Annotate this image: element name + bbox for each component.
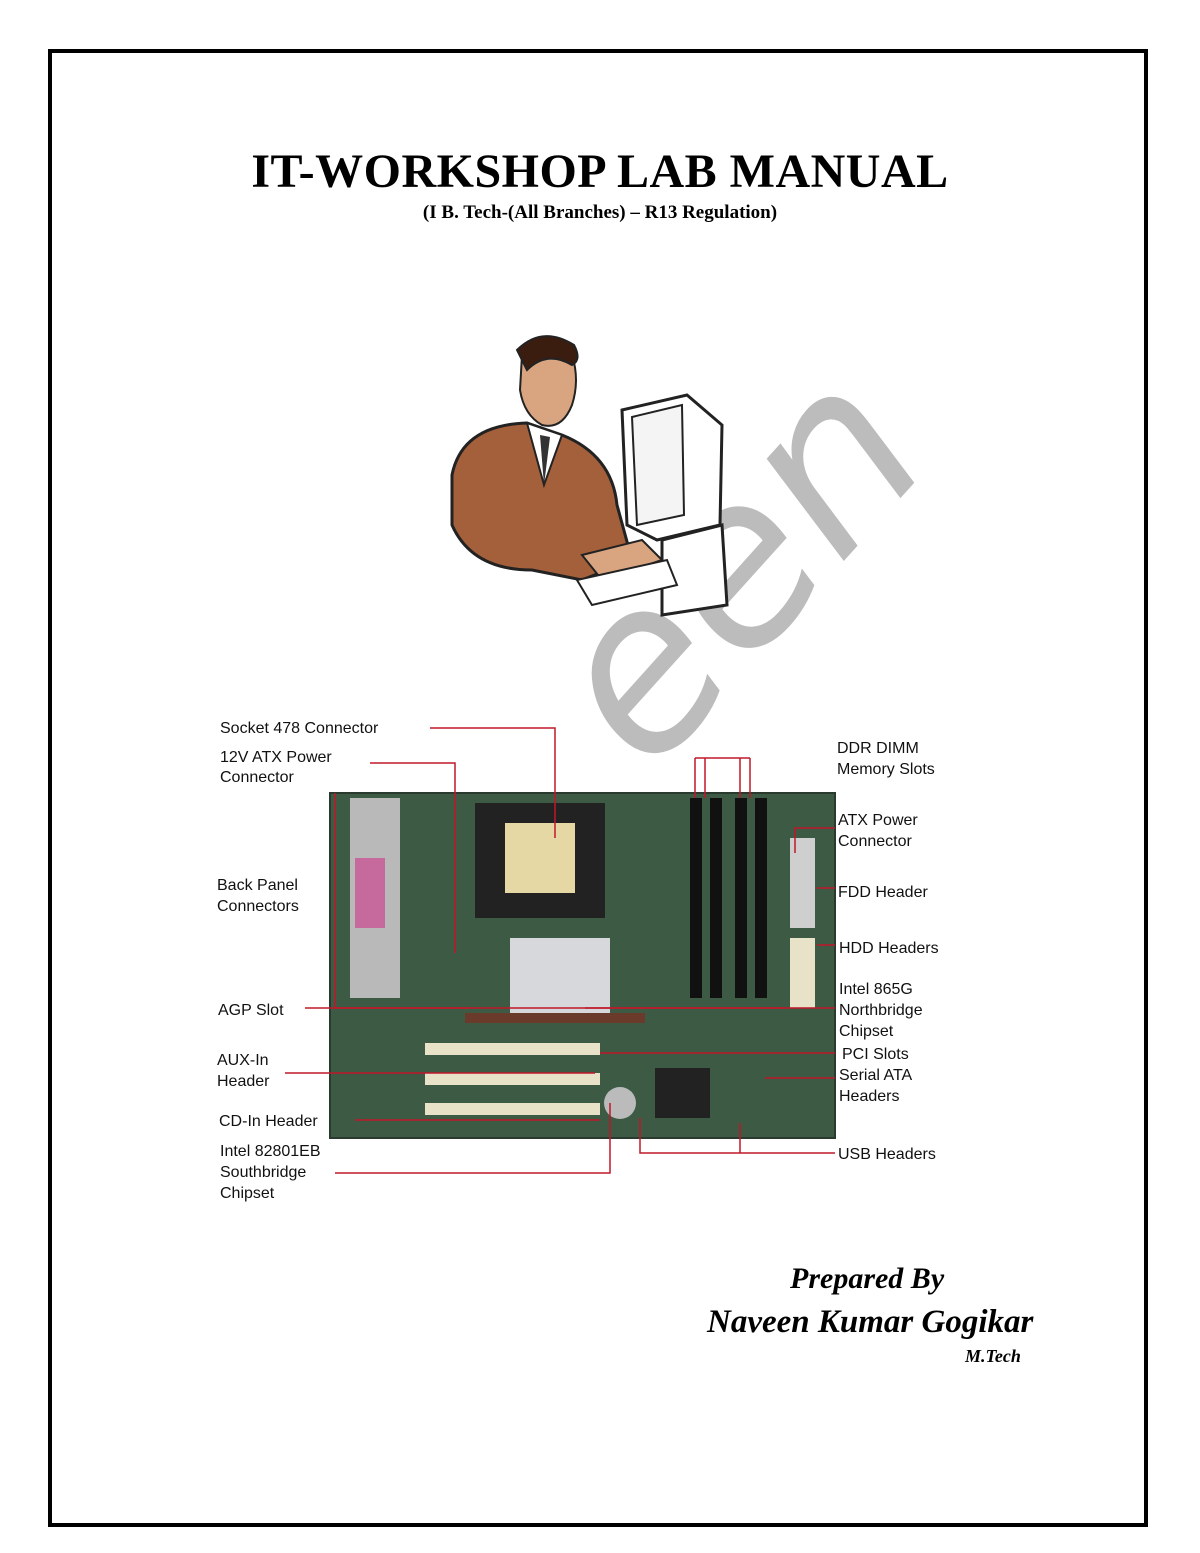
label-atx-power-2: Connector — [838, 833, 912, 850]
label-12v-atx-power-1: 12V ATX Power — [220, 749, 332, 766]
document-subtitle: (I B. Tech-(All Branches) – R13 Regulati… — [422, 202, 778, 223]
label-socket-478: Socket 478 Connector — [220, 720, 379, 737]
label-southbridge-2: Southbridge — [220, 1164, 306, 1181]
label-southbridge-3: Chipset — [220, 1185, 275, 1202]
author-name: Naveen Kumar Gogikar — [707, 1304, 1034, 1340]
label-aux-in-2: Header — [217, 1073, 270, 1090]
label-northbridge-1: Intel 865G — [839, 981, 913, 998]
label-southbridge-1: Intel 82801EB — [220, 1143, 321, 1160]
label-back-panel-2: Connectors — [217, 898, 299, 915]
label-northbridge-3: Chipset — [839, 1023, 894, 1040]
label-atx-power-1: ATX Power — [838, 812, 918, 829]
label-usb-headers: USB Headers — [838, 1146, 936, 1163]
label-pci-slots: PCI Slots — [842, 1046, 909, 1063]
label-ddr-dimm-2: Memory Slots — [837, 761, 935, 778]
label-hdd-headers: HDD Headers — [839, 940, 939, 957]
label-northbridge-2: Northbridge — [839, 1002, 923, 1019]
label-agp-slot: AGP Slot — [218, 1002, 284, 1019]
label-back-panel-1: Back Panel — [217, 877, 298, 894]
document-title: IT-WORKSHOP LAB MANUAL — [251, 145, 949, 198]
label-12v-atx-power-2: Connector — [220, 769, 294, 786]
label-serial-ata-1: Serial ATA — [839, 1067, 913, 1084]
label-ddr-dimm-1: DDR DIMM — [837, 740, 919, 757]
man-at-computer-icon — [450, 335, 729, 617]
label-aux-in-1: AUX-In — [217, 1052, 269, 1069]
label-fdd-header: FDD Header — [838, 884, 928, 901]
motherboard-diagram: Socket 478 Connector 12V ATX Power Conne… — [217, 720, 939, 1202]
author-degree: M.Tech — [965, 1346, 1021, 1366]
page-border — [48, 49, 1148, 1527]
label-serial-ata-2: Headers — [839, 1088, 899, 1105]
label-cd-in-header: CD-In Header — [219, 1113, 318, 1130]
prepared-by-label: Prepared By — [790, 1262, 945, 1295]
